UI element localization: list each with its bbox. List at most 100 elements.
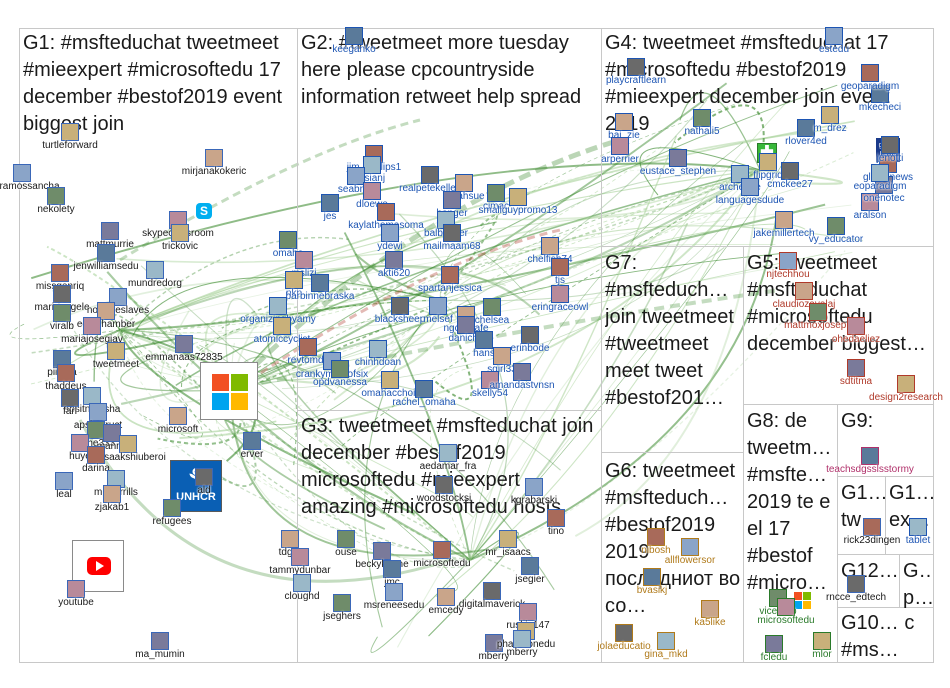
node-label: design2research xyxy=(869,392,943,403)
node-avatar xyxy=(437,588,455,606)
node-label: tjs xyxy=(555,275,565,286)
node-avatar xyxy=(487,184,505,202)
node-avatar xyxy=(897,375,915,393)
node-avatar xyxy=(847,575,865,593)
node-avatar xyxy=(547,509,565,527)
node-label: mlor xyxy=(812,649,831,660)
node-label: smallguypromo13 xyxy=(479,205,558,216)
node-label: m_drez xyxy=(813,123,846,134)
node-label: trickovic xyxy=(162,241,198,252)
node-avatar xyxy=(765,635,783,653)
node-label: emcedy xyxy=(428,605,463,616)
node-avatar xyxy=(381,371,399,389)
node-avatar xyxy=(89,403,107,421)
node-avatar xyxy=(433,541,451,559)
node-label: hans xyxy=(473,348,495,359)
node-avatar xyxy=(279,231,297,249)
node-label: tino xyxy=(548,526,564,537)
node-avatar xyxy=(693,109,711,127)
node-avatar xyxy=(175,335,193,353)
node-avatar xyxy=(647,528,665,546)
node-label: jenotti xyxy=(877,153,904,164)
node-avatar xyxy=(13,164,31,182)
node-avatar xyxy=(809,303,827,321)
node-avatar xyxy=(333,594,351,612)
node-avatar xyxy=(163,499,181,517)
node-label: darina xyxy=(82,463,110,474)
node-label: estedu xyxy=(819,44,849,55)
node-label: mberry xyxy=(478,651,509,662)
node-label: zjakab1 xyxy=(95,502,129,513)
node-avatar xyxy=(521,326,539,344)
node-avatar xyxy=(47,187,65,205)
node-avatar xyxy=(57,364,75,382)
node-label: jolaeducatio xyxy=(597,641,650,652)
node-avatar xyxy=(457,316,475,334)
node-label: rick23dingen xyxy=(844,535,901,546)
node-avatar xyxy=(195,468,213,486)
microsoft-logo xyxy=(200,362,258,420)
node-avatar xyxy=(681,538,699,556)
node-avatar xyxy=(435,476,453,494)
node-avatar xyxy=(779,252,797,270)
node-avatar xyxy=(337,530,355,548)
node-label: eoparadigm xyxy=(854,181,907,192)
node-avatar xyxy=(847,317,865,335)
node-avatar xyxy=(795,282,813,300)
node-label: barbinnebraska xyxy=(286,291,355,302)
group-title-g1: G1: #msfteduchat tweetmeet #mieexpert #m… xyxy=(23,30,295,138)
node-avatar xyxy=(363,156,381,174)
node-label: leal xyxy=(56,489,72,500)
node-avatar xyxy=(643,568,661,586)
node-avatar xyxy=(331,360,349,378)
node-avatar xyxy=(53,285,71,303)
node-avatar xyxy=(615,113,633,131)
node-label: bvasikj xyxy=(637,585,668,596)
node-avatar xyxy=(871,164,889,182)
node-avatar xyxy=(519,603,537,621)
node-avatar xyxy=(513,363,531,381)
node-label: teachsdgsslsstormy xyxy=(826,464,914,475)
node-label: ouse xyxy=(335,547,357,558)
node-label: rlover4ed xyxy=(785,136,827,147)
node-label: microsoftedu xyxy=(413,558,470,569)
node-avatar xyxy=(381,224,399,242)
node-avatar xyxy=(171,224,189,242)
node-avatar xyxy=(821,106,839,124)
node-avatar xyxy=(369,340,387,358)
node-label: cmckee27 xyxy=(767,179,813,190)
node-avatar xyxy=(101,222,119,240)
node-avatar xyxy=(67,580,85,598)
node-label: eustace_stephen xyxy=(640,166,716,177)
node-label: jes xyxy=(324,211,337,222)
node-label: tweetmeet xyxy=(93,359,139,370)
node-avatar xyxy=(51,264,69,282)
node-label: eringraceowl xyxy=(532,302,589,313)
node-label: msreneesedu xyxy=(364,600,425,611)
node-label: turtleforward xyxy=(42,140,98,151)
node-label: ald xyxy=(197,485,210,496)
node-avatar xyxy=(441,266,459,284)
node-avatar xyxy=(499,530,517,548)
node-label: nekolety xyxy=(37,204,74,215)
node-avatar xyxy=(373,542,391,560)
node-avatar xyxy=(243,432,261,450)
node-label: ohedaeliez xyxy=(832,334,880,345)
node-avatar xyxy=(611,137,629,155)
node-avatar xyxy=(53,304,71,322)
node-avatar xyxy=(61,123,79,141)
node-avatar xyxy=(97,244,115,262)
node-avatar xyxy=(509,188,527,206)
node-label: cloughd xyxy=(284,591,319,602)
node-label: amandastvnsn xyxy=(489,380,554,391)
node-label: microsoftedu xyxy=(757,615,814,626)
node-avatar xyxy=(311,274,329,292)
node-avatar xyxy=(615,624,633,642)
node-label: geoparadigm xyxy=(841,81,899,92)
node-avatar xyxy=(429,297,447,315)
node-label: opdvanessa xyxy=(313,377,367,388)
node-label: gina_mkd xyxy=(644,649,687,660)
node-avatar xyxy=(541,237,559,255)
node-avatar xyxy=(847,359,865,377)
